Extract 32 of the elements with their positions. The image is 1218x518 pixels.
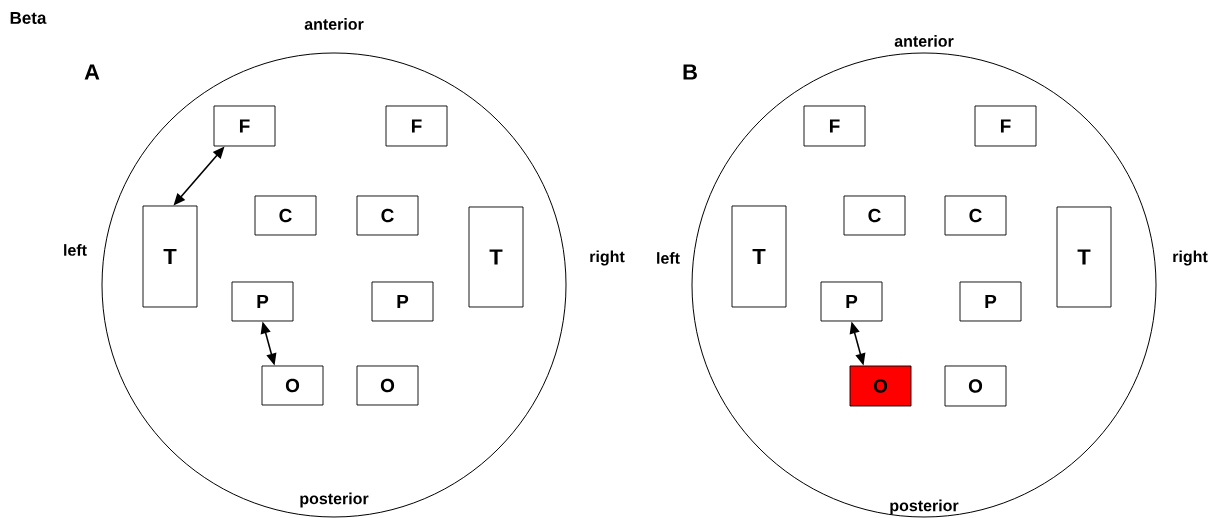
panel-title: Beta [10, 12, 47, 24]
panel-letter: B [683, 64, 697, 80]
region-box: C [356, 195, 419, 236]
direction-label: posterior [890, 499, 959, 515]
region-box: O [356, 365, 419, 406]
direction-label: anterior [304, 18, 364, 30]
region-box: P [231, 281, 294, 322]
region-box: F [974, 105, 1037, 147]
region-box: O [944, 365, 1007, 407]
region-box: C [254, 195, 317, 236]
region-box: O [849, 365, 912, 407]
region-box: T [731, 205, 787, 308]
region-box: T [468, 206, 524, 308]
region-box: P [959, 281, 1022, 322]
region-box: P [820, 281, 883, 322]
region-box: F [213, 105, 276, 147]
region-box: C [944, 195, 1007, 236]
direction-label: posterior [300, 492, 369, 508]
direction-label: right [1173, 250, 1208, 266]
region-box: F [803, 105, 866, 147]
region-box: O [261, 365, 324, 406]
head-outline [101, 52, 567, 518]
region-box: C [843, 195, 906, 236]
panel-letter: A [84, 64, 100, 80]
direction-label: left [64, 244, 87, 256]
region-box: F [385, 105, 448, 147]
direction-label: right [590, 250, 625, 266]
region-box: P [371, 281, 434, 322]
direction-label: left [657, 252, 680, 264]
region-box: T [1056, 206, 1112, 308]
direction-label: anterior [894, 35, 954, 47]
region-box: T [142, 205, 198, 308]
